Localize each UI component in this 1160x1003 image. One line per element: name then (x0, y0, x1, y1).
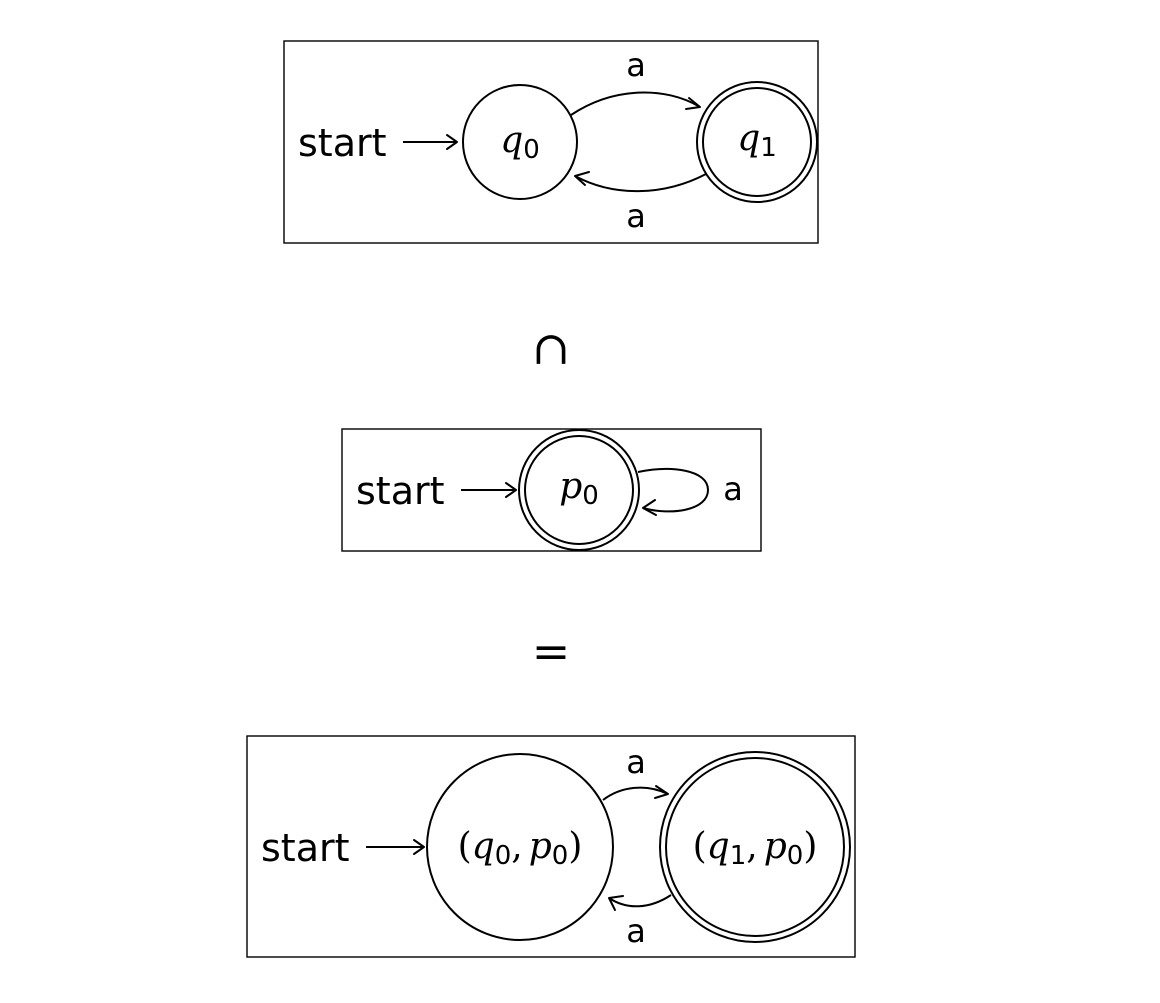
state-q1-inner (702, 87, 812, 197)
automaton-c-start-arrowhead (413, 839, 425, 855)
edge-q0p0-to-q1p0-arrowhead (654, 785, 669, 799)
intersection-operator: ∩ (532, 321, 571, 375)
automaton-b-start-arrowhead (505, 482, 517, 498)
edge-q0-to-q1 (570, 91, 701, 116)
edge-q1p0-to-q0p0-arrowhead (608, 895, 624, 911)
automaton-c-start-label: start (261, 826, 350, 870)
state-q1-p0-inner (665, 757, 845, 937)
state-q1-p0-label: (q1,p0) (693, 826, 818, 871)
edge-q0-to-q1-label: a (626, 46, 646, 84)
automaton-b-start-label: start (356, 469, 445, 513)
state-q0-label: q0 (500, 120, 540, 165)
automaton-b-frame (341, 428, 762, 552)
edge-q1-to-q0-arrowhead (574, 171, 590, 186)
automaton-a: start q0 q1 a a (283, 40, 819, 244)
state-p0-label: p0 (559, 466, 599, 511)
equals-operator: = (532, 624, 571, 678)
state-q1-label: q1 (737, 118, 777, 163)
edge-p0-self-loop (637, 468, 710, 513)
automaton-a-start-arrowhead (446, 134, 458, 150)
automaton-a-start-label: start (298, 121, 387, 165)
edge-q1p0-to-q0p0 (608, 894, 672, 908)
automaton-b: start p0 a (341, 428, 762, 552)
edge-q0p0-to-q1p0-label: a (626, 743, 646, 781)
edge-q0p0-to-q1p0 (602, 786, 669, 801)
edge-q0-to-q1-arrowhead (685, 97, 701, 110)
edge-q1-to-q0-label: a (626, 197, 646, 235)
edge-p0-self-loop-arrowhead (642, 499, 657, 516)
edge-q1-to-q0 (574, 173, 707, 193)
automaton-c: start (q0,p0) (q1,p0) a a (246, 735, 856, 958)
state-p0-inner (524, 435, 634, 545)
edge-p0-self-loop-label: a (723, 470, 743, 508)
state-q0-p0 (426, 753, 614, 941)
edge-q1p0-to-q0p0-label: a (626, 912, 646, 950)
state-q0 (462, 84, 578, 200)
automaton-c-frame (246, 735, 856, 958)
state-q0-p0-label: (q0,p0) (458, 826, 583, 871)
